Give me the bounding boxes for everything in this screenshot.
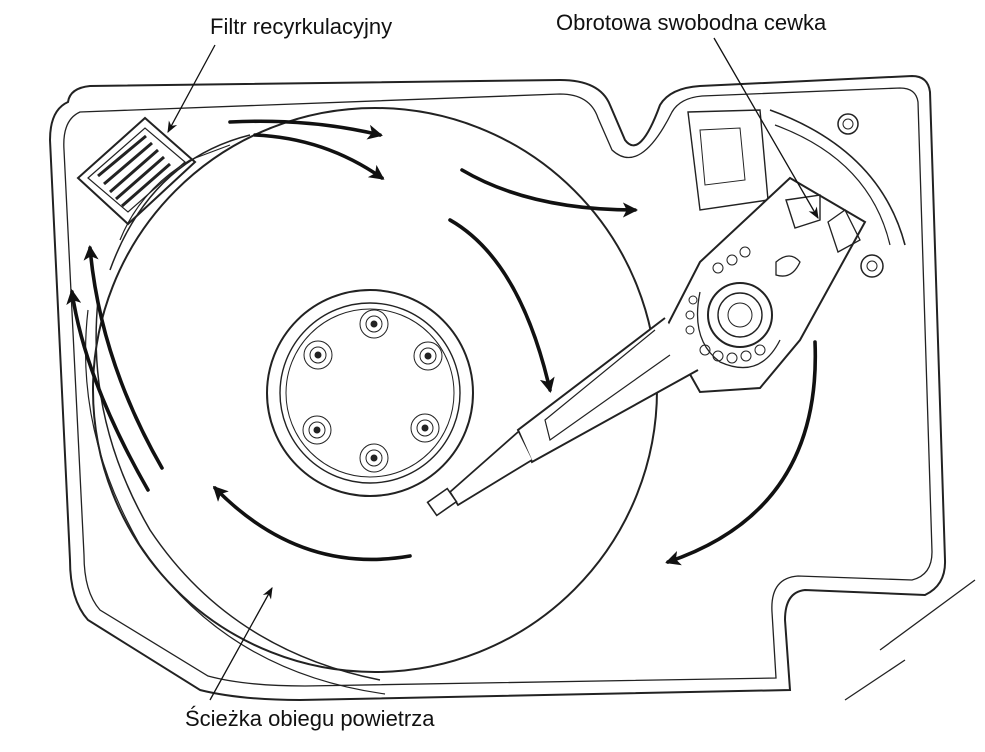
break-mark	[844, 579, 976, 701]
leader-lines	[167, 37, 819, 701]
recirculation-filter-icon	[76, 116, 197, 226]
air-path-label: Ścieżka obiegu powietrza	[185, 706, 435, 731]
coil-label: Obrotowa swobodna cewka	[556, 10, 827, 35]
spindle-hub	[266, 289, 474, 497]
drive-housing	[48, 74, 947, 702]
actuator-icon	[426, 109, 906, 517]
spindle-screw-icon	[302, 309, 443, 473]
airflow-arrow-icon	[66, 119, 818, 566]
filter-label: Filtr recyrkulacyjny	[210, 14, 393, 39]
